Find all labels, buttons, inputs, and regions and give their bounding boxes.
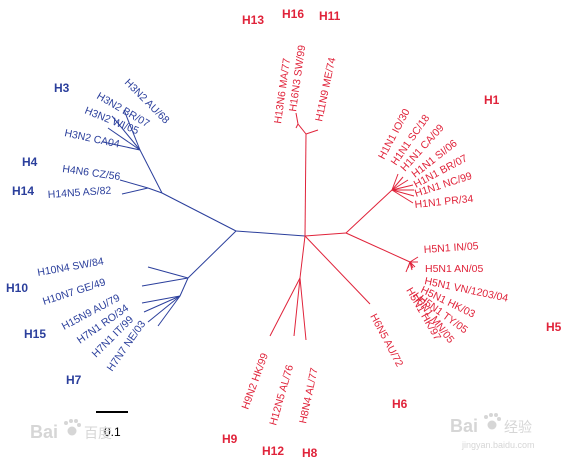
branch-h9-hk99 — [269, 277, 301, 337]
strain-h4n6-cz56: H4N6 CZ/56 — [62, 163, 122, 183]
subtype-h5: H5 — [546, 320, 562, 334]
branch-blue-upper-stem — [161, 192, 237, 232]
scale-bar: 0.1 — [96, 411, 128, 439]
watermark-logo-right: Bai — [450, 416, 478, 436]
branch-h1-sc18 — [391, 176, 404, 191]
branch-h7-ne03 — [157, 295, 181, 327]
subtype-h4: H4 — [22, 155, 38, 169]
branch-h4-cz56 — [119, 179, 149, 189]
branch-h3-br07 — [111, 115, 141, 151]
branch-h14-as82 — [121, 187, 149, 195]
subtype-h7: H7 — [66, 373, 82, 387]
watermark-url: jingyan.baidu.com — [461, 440, 535, 450]
subtype-labels: H3 H4 H14 H10 H15 H7 H13 H16 H11 H1 H5 H… — [6, 7, 562, 460]
strain-h5n1-an05: H5N1 AN/05 — [425, 263, 484, 275]
paw-icon-right — [484, 413, 501, 430]
subtype-h13: H13 — [242, 13, 264, 27]
blue-branches — [102, 109, 306, 327]
branch-h1-nc99 — [391, 189, 415, 197]
branch-blue-lower-stem — [187, 230, 237, 279]
branch-h15-au79 — [141, 295, 181, 304]
strain-h5n1-in05: H5N1 IN/05 — [423, 240, 479, 256]
branch-root-blue — [235, 230, 306, 237]
branch-h1-stem — [345, 189, 393, 234]
paw-icon — [64, 419, 81, 436]
subtype-h8: H8 — [302, 446, 318, 460]
subtype-h10: H10 — [6, 281, 28, 295]
branch-h13-ma77 — [297, 123, 307, 135]
branch-h16-sw99 — [295, 112, 299, 125]
strain-h6n5-au72: H6N5 AU/72 — [367, 312, 405, 369]
branch-h3-ca04 — [102, 141, 141, 151]
strain-h11n9-me74: H11N9 ME/74 — [313, 56, 338, 122]
branch-h3-au68 — [123, 109, 141, 151]
branch-h13-tip — [295, 123, 299, 129]
branch-h10-sw84 — [147, 266, 189, 279]
subtype-h1: H1 — [484, 93, 500, 107]
watermark-experience: 经验 — [504, 419, 532, 435]
branch-h1-si06 — [391, 184, 414, 191]
branch-h5-stem — [345, 232, 411, 263]
branch-h12-al76 — [293, 277, 301, 337]
strain-h14n5-as82: H14N5 AS/82 — [47, 185, 111, 201]
branch-right-stem — [304, 232, 347, 237]
branch-h1-ca09 — [391, 179, 409, 191]
branch-h1-pr34 — [391, 189, 414, 204]
branch-h6-au72 — [304, 235, 371, 305]
branch-h4h14-stem — [147, 187, 163, 194]
branch-top-stem — [304, 133, 307, 237]
strain-h12n5-al76: H12N5 AL/76 — [267, 363, 296, 427]
watermark-logo-suffix: 百度 — [84, 425, 112, 441]
scale-bar-label: 0.1 — [104, 425, 121, 439]
subtype-h12: H12 — [262, 444, 284, 458]
branch-h7-it99 — [147, 295, 181, 323]
branch-h3-stem — [139, 149, 163, 194]
branch-bottom-stem — [299, 235, 306, 279]
blue-strain-labels: H3N2 AU/68 H3N2 BR/07 H3N2 WI/05 H3N2 CA… — [36, 77, 171, 374]
branch-h11-me74 — [305, 129, 319, 135]
branch-h5-hk97 — [405, 261, 411, 273]
subtype-h11: H11 — [319, 9, 341, 23]
subtype-h16: H16 — [282, 7, 304, 21]
strain-h8n4-al77: H8N4 AL/77 — [297, 367, 321, 425]
red-branches — [269, 112, 419, 341]
branch-h5-mn05 — [409, 261, 413, 271]
subtype-h9: H9 — [222, 432, 238, 446]
branch-h15h7-stem — [179, 277, 189, 297]
branch-h1-io30 — [391, 173, 399, 191]
subtype-h14: H14 — [12, 184, 34, 198]
subtype-h6: H6 — [392, 397, 408, 411]
strain-h10n4-sw84: H10N4 SW/84 — [36, 255, 104, 278]
watermark-logo: Bai — [30, 422, 58, 442]
branch-h7-ro34 — [143, 295, 181, 313]
red-strain-labels: H13N6 MA/77 H16N3 SW/99 H11N9 ME/74 H1N1… — [240, 44, 510, 427]
branch-h10-ge49 — [141, 277, 189, 287]
watermark: Bai 百度 Bai 经验 jingyan.baidu.com — [30, 413, 535, 450]
subtype-h15: H15 — [24, 327, 46, 341]
subtype-h3: H3 — [54, 81, 70, 95]
branch-h8-al77 — [299, 277, 307, 341]
branch-h5-in05 — [409, 256, 419, 263]
strain-h9n2-hk99: H9N2 HK/99 — [240, 351, 271, 411]
branch-h3-wi05 — [107, 127, 141, 151]
